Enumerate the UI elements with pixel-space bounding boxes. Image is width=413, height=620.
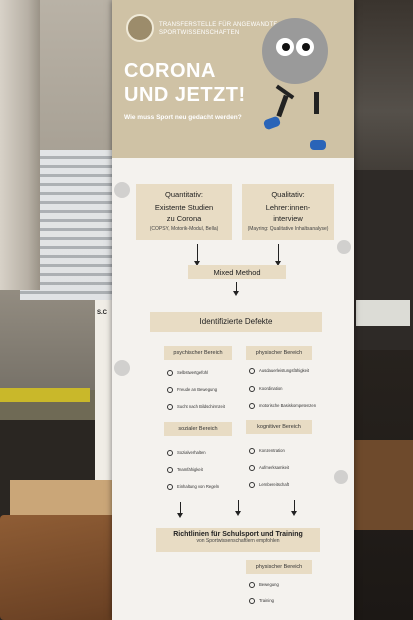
quantitative-heading: Quantitativ: bbox=[165, 190, 203, 199]
physisch-item: Ausdauerleistungsfähigkeit bbox=[249, 368, 309, 374]
virus-decoration-icon bbox=[334, 470, 348, 484]
arrow-down-icon bbox=[233, 282, 239, 296]
institution-line-1: TRANSFERSTELLE FÜR ANGEWANDTE bbox=[159, 22, 278, 28]
virus-decoration-icon bbox=[114, 360, 130, 376]
kognitiv-item: Lernbereitschaft bbox=[249, 482, 289, 488]
virus-decoration-icon bbox=[114, 182, 130, 198]
virus-decoration-icon bbox=[337, 240, 351, 254]
virus-mascot-icon bbox=[262, 18, 328, 84]
yellow-mats bbox=[0, 388, 90, 402]
qualitative-line1: Lehrer:innen- bbox=[265, 203, 311, 212]
mixed-method-label: Mixed Method bbox=[213, 268, 261, 277]
subtitle: Wie muss Sport neu gedacht werden? bbox=[124, 114, 242, 121]
rollup-banner: TRANSFERSTELLE FÜR ANGEWANDTE SPORTWISSE… bbox=[112, 0, 354, 620]
arrow-down-icon bbox=[275, 244, 281, 266]
institution-logo-icon bbox=[126, 14, 154, 42]
title-line-1: CORONA bbox=[124, 60, 216, 82]
arrow-down-icon bbox=[177, 502, 183, 518]
guidelines-box: Richtlinien für Schulsport und Training … bbox=[156, 528, 320, 552]
qualitative-heading: Qualitativ: bbox=[271, 190, 305, 199]
right-shoe-icon bbox=[310, 140, 326, 150]
institution-line-2: SPORTWISSENSCHAFTEN bbox=[159, 30, 240, 36]
category-kognitiv: kognitiver Bereich bbox=[246, 420, 312, 434]
psychisch-item: Sucht nach Bildschirmzeit bbox=[167, 404, 225, 410]
psychisch-item: Selbstwertgefühl bbox=[167, 370, 208, 376]
qualitative-sub: (Mayring: Qualitative Inhaltsanalyse) bbox=[247, 226, 329, 232]
sozial-item: Sozialverhalten bbox=[167, 450, 206, 456]
curtain bbox=[0, 0, 40, 290]
arrow-down-icon bbox=[194, 244, 200, 266]
guidelines-heading: Richtlinien für Schulsport und Training bbox=[173, 531, 303, 538]
title-line-2: UND JETZT! bbox=[124, 84, 246, 106]
psychisch-item: Freude an Bewegung bbox=[167, 387, 217, 393]
defects-heading-box: Identifizierte Defekte bbox=[150, 312, 322, 332]
bottom-item: Bewegung bbox=[249, 582, 279, 588]
sign-board: S.C bbox=[95, 300, 117, 490]
quantitative-box: Quantitativ: Existente Studien zu Corona… bbox=[136, 184, 232, 240]
right-eye bbox=[296, 38, 314, 56]
physisch-item: motorische Basiskompetenzen bbox=[249, 403, 316, 409]
quantitative-line2: zu Corona bbox=[166, 214, 202, 223]
arrow-down-icon bbox=[291, 500, 297, 516]
category-sozial: sozialer Bereich bbox=[164, 422, 232, 436]
physisch-item: Koordination bbox=[249, 386, 283, 392]
category-physisch: physischer Bereich bbox=[246, 346, 312, 360]
bottom-item: Training bbox=[249, 598, 274, 604]
left-eye bbox=[276, 38, 294, 56]
sozial-item: Teamfähigkeit bbox=[167, 467, 203, 473]
monitor-screen bbox=[356, 300, 410, 326]
kognitiv-item: Konzentration bbox=[249, 448, 285, 454]
quantitative-sub: (COPSY, Motorik-Modul, Bella) bbox=[149, 226, 219, 232]
category-bottom: physischer Bereich bbox=[246, 560, 312, 574]
sign-text: S.C bbox=[97, 310, 108, 316]
sozial-item: Einhaltung von Regeln bbox=[167, 484, 219, 490]
kognitiv-item: Aufmerksamkeit bbox=[249, 465, 289, 471]
guidelines-sub: von Sportwissenschaftlern empfohlen bbox=[196, 538, 280, 544]
qualitative-box: Qualitativ: Lehrer:innen- interview (May… bbox=[242, 184, 334, 240]
quantitative-line1: Existente Studien bbox=[154, 203, 214, 212]
defects-heading: Identifizierte Defekte bbox=[199, 317, 273, 326]
arrow-down-icon bbox=[235, 500, 241, 516]
category-psychisch: psychischer Bereich bbox=[164, 346, 232, 360]
virus-leg-right bbox=[314, 92, 319, 114]
mixed-method-box: Mixed Method bbox=[188, 265, 286, 279]
qualitative-line2: interview bbox=[273, 214, 303, 223]
right-table bbox=[345, 440, 413, 530]
